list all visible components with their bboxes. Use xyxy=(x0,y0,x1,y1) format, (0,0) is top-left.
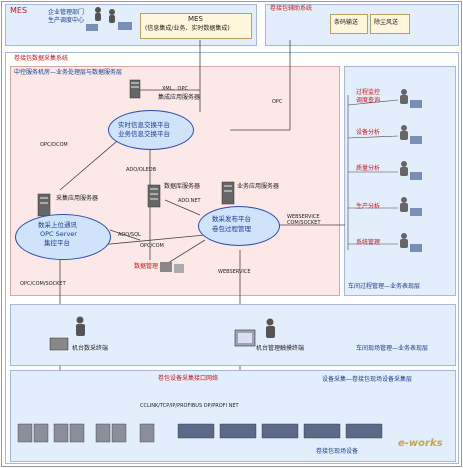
mes-label: MES xyxy=(10,6,28,15)
watermark: e-works xyxy=(398,438,443,449)
bottom-layer-label: 设备采集—卷接包现场设备采集层 xyxy=(322,376,413,383)
rp-quality-analysis: 质量分析 xyxy=(356,165,381,172)
rp-production-analysis: 生产分析 xyxy=(356,203,381,210)
right-panel xyxy=(344,66,456,296)
business-line2: 卷包过程管理 xyxy=(212,225,251,233)
network-title: 卷包设备采集接口网络 xyxy=(158,375,219,382)
acquisition-server-title: 采集应用服务器 xyxy=(56,195,99,202)
dust-removal-box xyxy=(370,14,410,34)
link-ado-net: ADO.NET xyxy=(178,198,201,204)
field-equipment-footer: 卷接包现场设备 xyxy=(316,448,359,455)
data-management-label: 数据管理 xyxy=(134,263,159,270)
bottom-layer-panel xyxy=(10,370,456,462)
acquisition-line2: OPC Server xyxy=(40,230,77,238)
rp-equipment-analysis: 设备分析 xyxy=(356,129,381,136)
person-icon xyxy=(86,7,132,31)
middle-layer-label: 中控服务机房—业务处理层与数据服务层 xyxy=(14,69,123,76)
database-server-title: 数据库服务器 xyxy=(164,183,201,190)
mes-system-box xyxy=(140,13,252,39)
integration-line1: 实时信息交换平台 xyxy=(118,121,170,129)
person-icon xyxy=(76,316,275,338)
aux-system-title: 卷接包辅助系统 xyxy=(270,5,313,12)
link-ado-sql: ADO/SQL xyxy=(118,232,141,238)
right-panel-footer: 车间过程管理—业务表现层 xyxy=(348,283,421,290)
mes-box-title: MES xyxy=(188,15,203,23)
link-xml-opc: XML、OPC xyxy=(162,86,188,92)
acquisition-line3: 集控平台 xyxy=(44,239,70,247)
business-line1: 数采发布平台 xyxy=(212,215,251,223)
rp-system-management: 系统管理 xyxy=(356,239,381,246)
barcode-conveyor-label: 条码输送 xyxy=(334,19,359,26)
main-system-frame xyxy=(5,52,459,464)
terminal-layer-label: 车间现场管理—业务表现层 xyxy=(356,345,429,352)
link-webservice: WEBSERVICE xyxy=(218,269,251,275)
link-opc-com-socket: OPC/COM/SOCKET xyxy=(20,281,66,287)
acquisition-line1: 数采上位通讯 xyxy=(38,221,77,229)
link-opc-dcom-top: OPC/DCOM xyxy=(40,142,68,148)
business-ellipse xyxy=(198,206,280,246)
integration-line2: 业务信息交换平台 xyxy=(118,130,170,138)
mgmt-terminal-label: 机台管理触摸终端 xyxy=(256,345,305,352)
acquisition-ellipse xyxy=(15,214,111,260)
machine-terminal-label: 机台数采终端 xyxy=(72,345,109,352)
rp-dispatch-query: 调度查询 xyxy=(356,97,381,104)
dispatch-center-line2: 生产调度中心 xyxy=(48,17,85,24)
link-webservice-com-socket: WEBSERVICE COM/SOCKET xyxy=(287,214,321,226)
dispatch-center-line1: 企业管理部门 xyxy=(48,9,85,16)
dust-removal-label: 除尘风送 xyxy=(374,19,399,26)
link-ado-oledb: ADO/OLEDB xyxy=(126,167,157,173)
rp-process-monitor: 过程监控 xyxy=(356,89,381,96)
integration-ellipse xyxy=(108,110,194,150)
integration-server-title: 集成应用服务器 xyxy=(158,94,201,101)
mes-box-subtitle: (信息集成/业务、实时数据集成) xyxy=(145,25,230,32)
main-system-title: 卷接包数据采集系统 xyxy=(14,55,69,62)
link-opc-com: OPC/COM xyxy=(140,243,164,249)
link-opc-right: OPC xyxy=(272,99,283,105)
protocols-label: CCLINK/TCP/IP/PROFIBUS DP/PROFI NET xyxy=(140,403,239,409)
business-server-title: 业务应用服务器 xyxy=(237,183,280,190)
barcode-conveyor-box xyxy=(330,14,368,34)
